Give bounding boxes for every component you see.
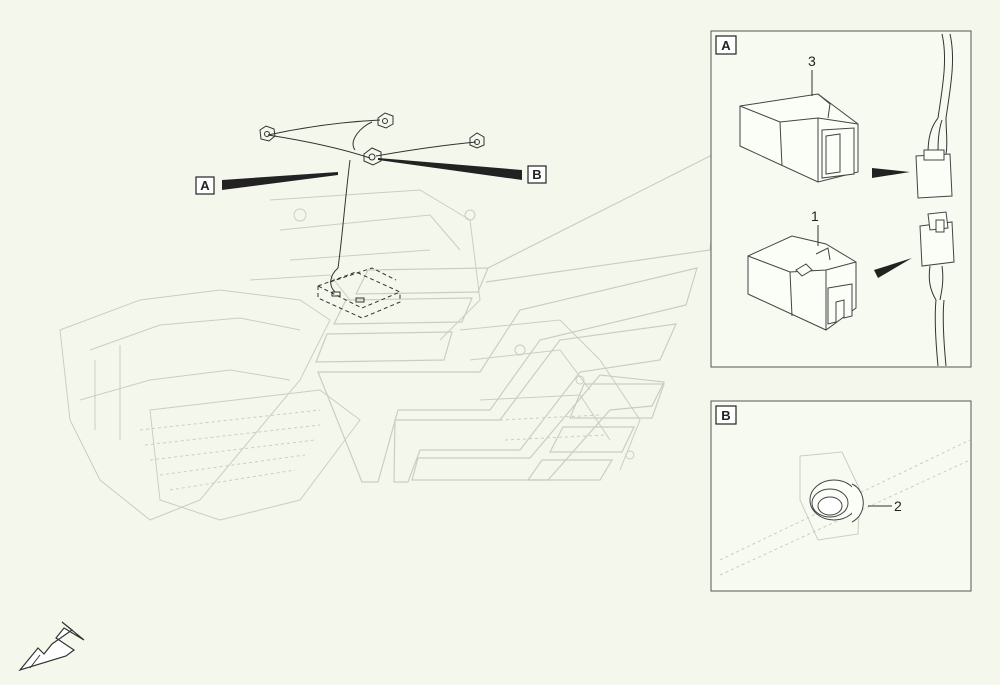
part-number-3[interactable]: 3 [808,53,816,69]
arrow-southwest-icon [18,621,85,672]
callout-b-main[interactable]: B [378,158,547,184]
callout-a-main-label: A [200,178,210,193]
part-number-1[interactable]: 1 [811,208,819,224]
harness-connector-top-middle [377,112,394,129]
detail-panel-a: A 3 1 [710,30,972,368]
detail-panel-b-label: B [721,408,730,423]
grommet-part-2[interactable] [809,479,864,523]
callout-a-main[interactable]: A [195,172,338,195]
part-number-2[interactable]: 2 [894,498,902,514]
background-machine-outline [59,189,641,521]
pointer-arrow-upper [872,168,910,178]
connector-housing-part-3[interactable] [739,93,859,183]
harness-module-box [316,267,402,319]
ghost-chevron-shapes [315,148,723,483]
detail-panel-b: B 2 [710,400,972,592]
harness-connector-right [469,132,485,149]
detail-panel-a-label: A [721,38,731,53]
connector-housing-part-1[interactable] [747,235,857,331]
pointer-arrow-lower [874,258,912,278]
cable-with-connectors [915,33,955,367]
harness-connector-center [363,147,382,166]
wiring-harness [267,119,477,293]
harness-connector-top-left [259,125,276,142]
callout-b-main-label: B [532,167,541,182]
